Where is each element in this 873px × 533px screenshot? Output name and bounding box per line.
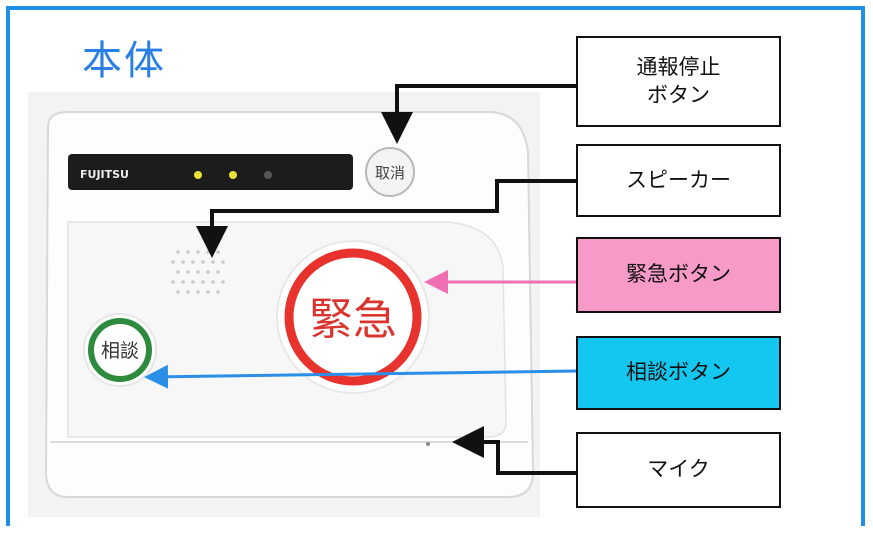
status-led-2 xyxy=(229,171,237,179)
mic-hole xyxy=(426,442,430,446)
status-led-1 xyxy=(194,171,202,179)
emergency-device-button-text: 緊急 xyxy=(309,294,397,345)
consult-device-button xyxy=(88,318,152,382)
emergency-device-button xyxy=(284,248,422,386)
page-title: 本体 xyxy=(82,38,166,84)
emergency-button-label: 緊急ボタン xyxy=(576,237,781,313)
consult-button-label: 相談ボタン xyxy=(576,336,781,410)
speaker-label: スピーカー xyxy=(576,144,781,217)
brand-logo: FUJITSU xyxy=(80,168,129,181)
diagram-frame xyxy=(6,6,865,526)
cancel-device-button-text: 取消 xyxy=(375,164,405,182)
status-led-3 xyxy=(264,171,272,179)
stop-button-label: 通報停止 ボタン xyxy=(576,36,781,127)
device-illustration: FUJITSU 取消 緊急 相談 xyxy=(28,92,540,517)
consult-device-button-text: 相談 xyxy=(101,340,139,362)
mic-label: マイク xyxy=(576,432,781,508)
